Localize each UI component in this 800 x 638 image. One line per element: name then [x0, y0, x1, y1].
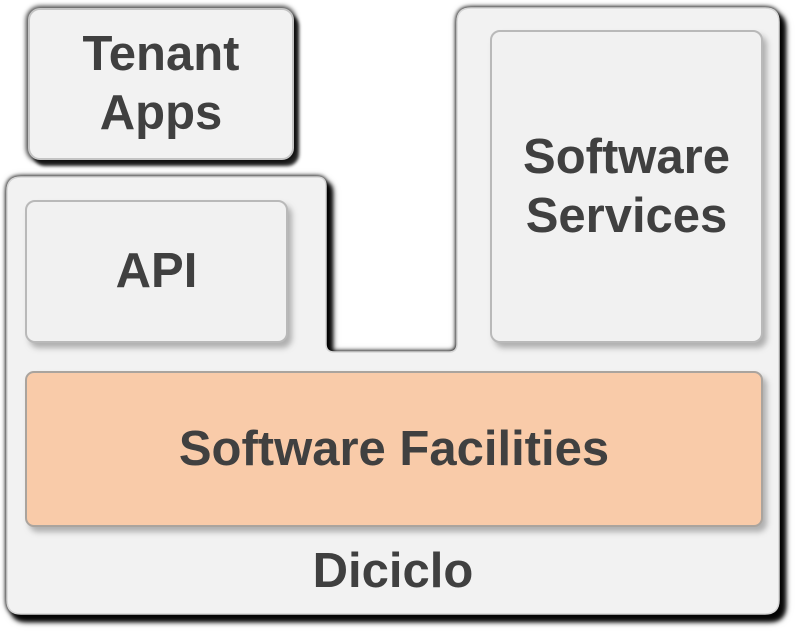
api-box: API — [25, 200, 288, 343]
software-facilities-bar: Software Facilities — [25, 371, 763, 527]
platform-name-label: Diciclo — [312, 543, 474, 598]
tenant-apps-box: Tenant Apps — [28, 8, 294, 160]
api-label: API — [115, 244, 198, 299]
software-services-box: Software Services — [490, 30, 763, 343]
software-services-label: Software Services — [523, 129, 730, 243]
software-facilities-label: Software Facilities — [178, 421, 610, 476]
tenant-apps-label: Tenant Apps — [82, 27, 240, 140]
